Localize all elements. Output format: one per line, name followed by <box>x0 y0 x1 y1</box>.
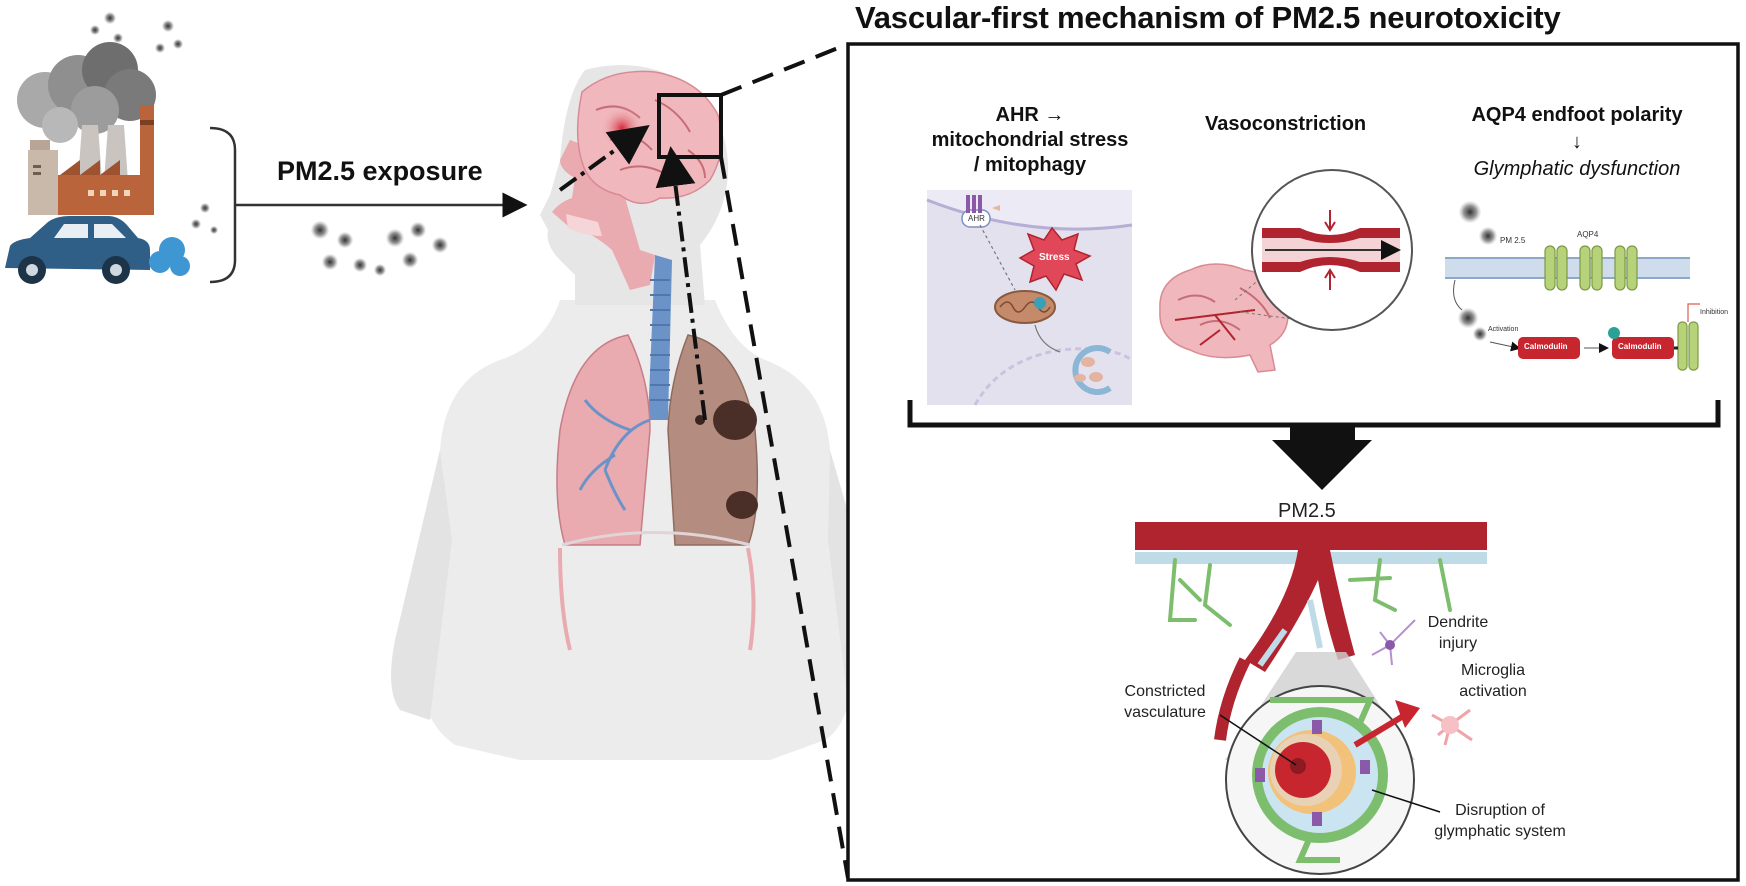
calmodulin-label-2: Calmodulin <box>1618 342 1662 351</box>
car-icon <box>5 216 190 284</box>
microglia-label: Microglia activation <box>1438 660 1548 702</box>
dendrite-label-1: Dendrite <box>1427 614 1489 631</box>
bottom-pm-label: PM2.5 <box>1278 500 1336 522</box>
ahr-cell-panel <box>926 190 1133 406</box>
ahr-title-line3: / mitophagy <box>973 154 1087 176</box>
aqp4-channel-icon <box>1544 245 1638 291</box>
dendrite-label-2: injury <box>1438 635 1478 652</box>
constricted-label: Constricted vasculature <box>1110 681 1220 723</box>
microglia-label-2: activation <box>1459 683 1527 700</box>
exhaust-cloud-icon <box>149 237 190 276</box>
ahr-receptor-label: AHR <box>968 214 985 223</box>
ahr-title-line2: mitochondrial stress <box>931 129 1129 151</box>
inhibition-label: Inhibition <box>1700 309 1729 316</box>
calmodulin-icon <box>1518 337 1580 359</box>
constricted-label-2: vasculature <box>1124 704 1206 721</box>
inhalation-arrow <box>558 124 650 192</box>
stress-burst-icon <box>1018 226 1092 292</box>
human-body <box>391 65 889 760</box>
aqp4-panel <box>1445 201 1700 371</box>
brain-zoom-box <box>657 93 723 159</box>
calmodulin-label: Calmodulin <box>1524 342 1568 351</box>
vasoconstriction-title: Vasoconstriction <box>1205 113 1367 135</box>
figure-title: Vascular-first mechanism of PM2.5 neurot… <box>855 0 1561 35</box>
aqp4-channel-label: AQP4 <box>1577 230 1599 239</box>
ahr-title-line1: AHR → <box>995 104 1065 126</box>
aqp4-title: AQP4 endfoot polarity <box>1471 104 1683 126</box>
zoom-line-bottom <box>719 156 850 879</box>
glymphatic-subtitle: Glymphatic dysfunction <box>1473 158 1681 180</box>
microglia-icon <box>1431 708 1473 746</box>
dendrite-label: Dendrite injury <box>1413 612 1503 654</box>
systemic-arrow <box>655 146 707 421</box>
pm-particles-icon <box>90 12 448 276</box>
dendrite-icon <box>1371 619 1416 666</box>
factory-icon <box>17 42 156 215</box>
activation-label: Activation <box>1488 326 1519 333</box>
neurovascular-scene <box>1135 522 1487 875</box>
smoke-cloud-icon <box>17 42 156 143</box>
glymphatic-label: Disruption of glymphatic system <box>1425 800 1575 842</box>
ahr-title: AHR → mitochondrial stress / mitophagy <box>925 103 1135 178</box>
zoom-line-top <box>720 42 849 97</box>
source-bracket <box>209 126 237 284</box>
glymphatic-label-2: glymphatic system <box>1434 823 1566 840</box>
exposure-label: PM2.5 exposure <box>277 156 483 186</box>
down-arrow <box>1272 425 1372 490</box>
aqp4-pm-label: PM 2.5 <box>1500 236 1526 245</box>
microglia-label-1: Microglia <box>1460 662 1525 679</box>
glymphatic-label-1: Disruption of <box>1455 802 1545 819</box>
stress-label: Stress <box>1039 252 1070 263</box>
constricted-label-1: Constricted <box>1124 683 1206 700</box>
autophagosome-icon <box>1072 345 1112 395</box>
vasoconstriction-panel <box>1159 169 1413 373</box>
aqp4-arrow: ↓ <box>1572 131 1582 153</box>
